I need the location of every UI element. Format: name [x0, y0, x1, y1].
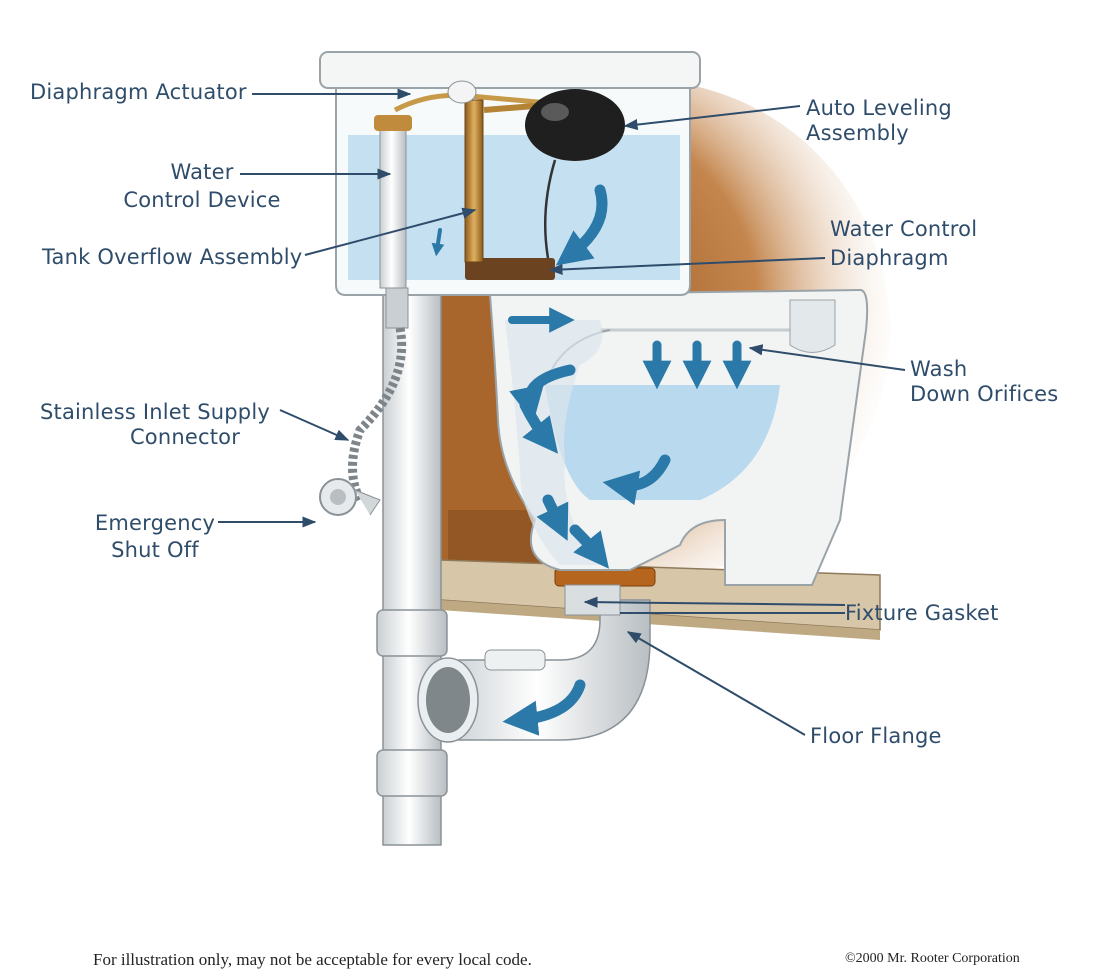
label-fixture-gasket: Fixture Gasket: [845, 601, 999, 625]
label-line: Connector: [129, 425, 241, 449]
label-line: Down Orifices: [910, 382, 1059, 406]
leader-wash-down: [748, 344, 906, 371]
supply-line: [319, 287, 409, 516]
flow-arrow: [555, 184, 608, 266]
leader-fixture-gasket-1: [583, 596, 846, 608]
label-tank-overflow-assembly: Tank Overflow Assembly: [42, 245, 303, 269]
label-line: Shut Off: [111, 538, 199, 562]
leader-stainless-inlet: [279, 409, 350, 441]
label-water-control-diaphragm: Water Control Diaphragm: [830, 217, 977, 271]
label-line: Stainless Inlet Supply: [39, 400, 271, 424]
leader-tank-overflow: [304, 207, 477, 256]
label-floor-flange: Floor Flange: [810, 724, 942, 748]
flow-arrow: [509, 364, 576, 423]
leader-lines: [218, 88, 906, 736]
flow-arrow: [602, 454, 671, 506]
float-ball: [525, 89, 625, 259]
label-line: Auto Leveling: [806, 96, 952, 120]
label-line: Diaphragm: [830, 246, 949, 270]
label-line: Water Control: [830, 217, 978, 241]
waste-pipe: [417, 599, 651, 743]
flow-arrow: [431, 228, 445, 257]
drain-stack: [376, 289, 448, 846]
flow-arrow: [536, 494, 569, 541]
flange-and-gasket: [554, 567, 656, 616]
leader-auto-leveling: [623, 105, 801, 131]
footer-copyright: ©2000 Mr. Rooter Corporation: [845, 951, 1020, 966]
label-emergency-shut-off: Emergency Shut Off: [90, 511, 220, 563]
flow-arrow: [519, 399, 558, 454]
label-line: Control Device: [123, 188, 281, 212]
label-line: Assembly: [806, 121, 909, 145]
flow-arrow: [502, 679, 586, 736]
label-line: Emergency: [94, 511, 216, 535]
leader-floor-flange: [626, 631, 806, 736]
flow-arrow: [569, 524, 609, 569]
footer-disclaimer: For illustration only, may not be accept…: [93, 950, 532, 969]
leader-water-control-diaphragm: [548, 257, 826, 276]
fill-valve: [374, 115, 412, 289]
label-stainless-inlet-supply-connector: Stainless Inlet Supply Connector: [30, 400, 280, 450]
flow-arrows: [431, 184, 752, 736]
label-wash-down-orifices: Wash Down Orifices: [910, 357, 1058, 407]
label-line: Water: [170, 160, 234, 184]
label-water-control-device: Water Control Device: [122, 160, 282, 213]
label-diaphragm-actuator: Diaphragm Actuator: [30, 80, 247, 104]
label-auto-leveling-assembly: Auto Leveling Assembly: [806, 96, 952, 146]
label-line: Wash: [910, 357, 968, 381]
